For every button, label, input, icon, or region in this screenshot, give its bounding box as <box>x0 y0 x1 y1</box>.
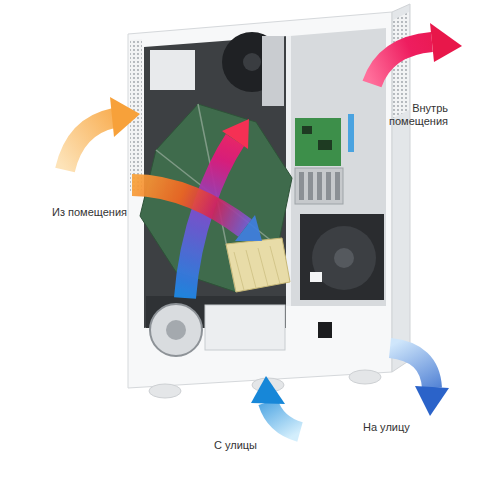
housing-front <box>128 12 392 388</box>
illustration-part <box>299 172 304 200</box>
illustration-part <box>390 348 432 388</box>
flow-label: Из помещения <box>52 206 127 219</box>
illustration-part <box>335 172 340 200</box>
right-fan-hub <box>334 248 354 268</box>
illustration-part <box>308 172 313 200</box>
filter <box>226 238 290 292</box>
power-switch <box>318 322 332 338</box>
illustration-part <box>268 402 300 432</box>
bottom-fan-hub <box>166 320 186 340</box>
street-air-in-arrow <box>251 376 300 432</box>
exhaust-flow-arrow <box>132 185 262 241</box>
room-air-in-arrow <box>65 97 140 170</box>
right-fan-box <box>300 214 384 300</box>
display <box>348 114 354 152</box>
unit-housing <box>128 4 410 388</box>
illustration-part <box>65 118 114 170</box>
illustration-part <box>270 246 280 284</box>
illustration-part <box>372 42 432 84</box>
electronics <box>295 114 384 338</box>
illustration-part <box>246 250 256 288</box>
supply-to-room-arrow <box>372 23 462 84</box>
illustration-part <box>317 172 322 200</box>
plug <box>310 272 322 282</box>
illustration-part <box>132 185 245 228</box>
illustration-part <box>222 119 249 149</box>
flow-label: Внутрь помещения <box>384 102 448 128</box>
illustration-part <box>258 248 268 286</box>
chip <box>302 126 312 134</box>
illustration-part <box>234 252 244 290</box>
illustration-part <box>415 386 449 416</box>
top-fan-hub <box>243 53 261 71</box>
control-board <box>295 118 341 166</box>
top-duct-cover <box>150 50 195 90</box>
bottom-fan <box>150 304 202 356</box>
terminal-block <box>295 168 343 204</box>
bottom-frame <box>205 305 285 350</box>
illustration-part <box>430 23 462 62</box>
flow-label: С улицы <box>214 439 257 452</box>
filter-mesh <box>234 246 280 290</box>
exhaust-to-street-arrow <box>390 348 449 416</box>
illustration-part <box>326 172 331 200</box>
illustration-part <box>235 215 262 241</box>
chip <box>318 140 332 150</box>
top-fan-bracket <box>262 36 284 106</box>
terminal-screws <box>299 172 340 200</box>
flow-label: На улицу <box>363 421 410 434</box>
illustration-part <box>110 97 140 137</box>
illustration-part <box>349 370 381 384</box>
illustration-part <box>251 376 285 404</box>
illustration-part <box>149 384 181 398</box>
